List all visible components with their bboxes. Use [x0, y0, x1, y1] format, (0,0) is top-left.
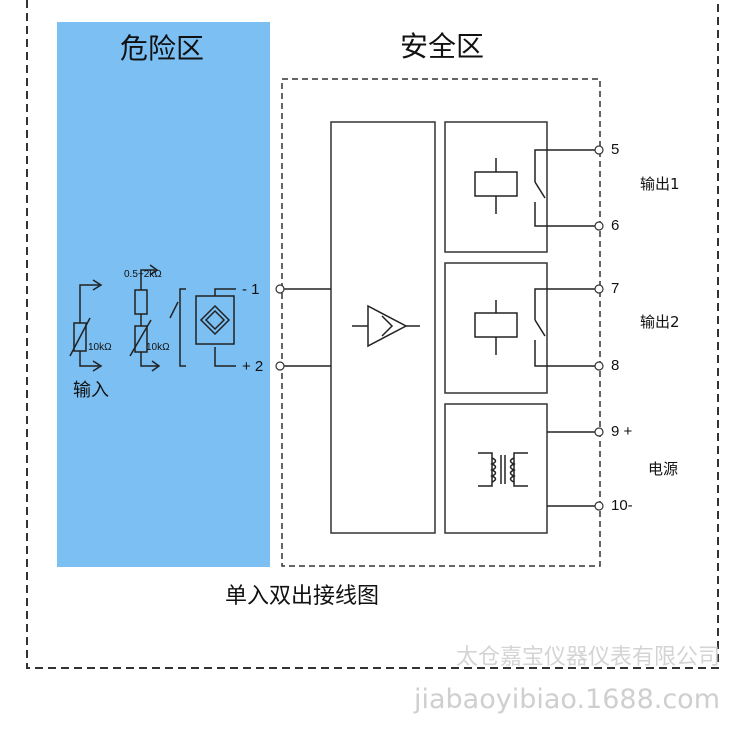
input-wires — [284, 288, 331, 367]
output-terminals — [594, 145, 604, 511]
output-pin-9: 9 + — [611, 423, 633, 440]
output-pin-8: 8 — [611, 357, 619, 374]
output-pin-5: 5 — [611, 141, 619, 158]
watermark-company: 太仓嘉宝仪器仪表有限公司 — [456, 645, 720, 670]
outer-dashed-frame — [26, 0, 719, 669]
power-block — [444, 403, 548, 534]
relay-coil-icon-1 — [474, 158, 518, 214]
amplifier-icon — [352, 304, 420, 348]
safe-zone-title: 安全区 — [400, 30, 484, 63]
output-pin-10: 10- — [611, 497, 633, 514]
amplifier-block — [330, 121, 436, 534]
output-wires — [547, 149, 598, 507]
relay-coil-icon-2 — [474, 300, 518, 355]
input-pin-1: - 1 — [242, 281, 260, 298]
input-terminal-1 — [275, 284, 285, 294]
range-label: 0.5~2kΩ — [124, 269, 162, 280]
relay-block-2 — [444, 262, 548, 394]
resistor-label-2: 10kΩ — [146, 342, 170, 353]
relay-contact-icon-1 — [534, 149, 547, 227]
diagram-caption: 单入双出接线图 — [225, 584, 379, 609]
output-pin-6: 6 — [611, 217, 619, 234]
power-label: 电源 — [648, 460, 678, 478]
watermark-site: jiabaoyibiao.1688.com — [413, 684, 720, 715]
hazard-zone-title: 危险区 — [120, 32, 204, 65]
safe-zone-frame — [281, 78, 601, 567]
output-pin-7: 7 — [611, 280, 619, 297]
hazard-zone — [57, 22, 270, 567]
input-label: 输入 — [73, 380, 109, 401]
input-terminal-2 — [275, 361, 285, 371]
resistor-label-1: 10kΩ — [88, 342, 112, 353]
input-pin-2: + 2 — [242, 358, 263, 375]
input-resistor-network — [69, 264, 161, 372]
relay-block-1 — [444, 121, 548, 253]
switch-contact-icon — [169, 288, 186, 367]
output2-label: 输出2 — [640, 313, 680, 331]
proximity-sensor-icon — [195, 288, 236, 367]
transformer-icon — [478, 452, 528, 487]
relay-contact-icon-2 — [534, 288, 547, 367]
output1-label: 输出1 — [640, 175, 680, 193]
